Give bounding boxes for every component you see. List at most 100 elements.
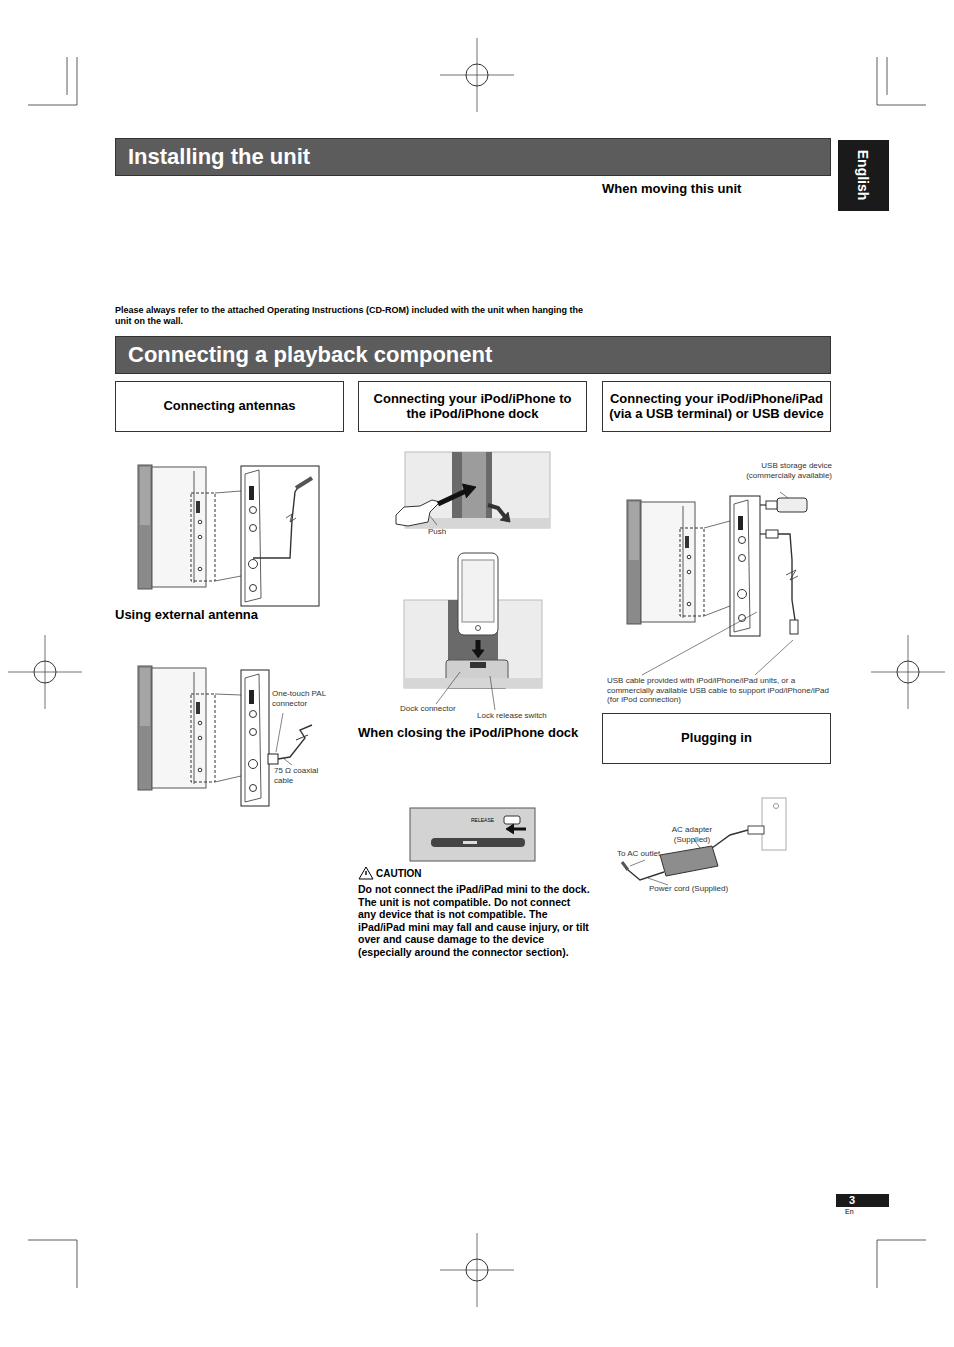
antenna-jack xyxy=(249,560,258,569)
zoom-line xyxy=(215,694,241,695)
jack xyxy=(198,736,202,740)
dock-closed-panel xyxy=(410,808,535,861)
registration-mark xyxy=(908,635,909,709)
subheading: When moving this unit xyxy=(602,181,831,197)
tab-text: English xyxy=(855,150,871,201)
ipod-plug xyxy=(790,620,798,634)
speaker-grille xyxy=(627,500,641,624)
leader-line xyxy=(283,758,292,765)
language-tab: English xyxy=(838,140,889,211)
usb-port xyxy=(196,702,200,714)
jack xyxy=(687,602,691,606)
dock-slot xyxy=(452,452,492,528)
usb-port xyxy=(249,486,254,500)
box-text: Connecting a playback component xyxy=(128,342,492,367)
part-label: To AC outlet xyxy=(617,849,677,859)
zoom-line xyxy=(704,521,730,528)
ac-plug xyxy=(622,862,628,870)
box-text: Installing the unit xyxy=(128,144,310,169)
jack xyxy=(198,721,202,725)
dc-plug xyxy=(748,826,764,834)
registration-mark xyxy=(477,38,478,112)
push-arrow xyxy=(462,484,476,498)
iphone-screen xyxy=(462,560,494,622)
screw xyxy=(774,804,779,809)
usb-port xyxy=(249,690,254,704)
leader-line xyxy=(755,640,793,675)
unit-edge xyxy=(194,672,195,784)
unit-body xyxy=(152,668,206,788)
part-label: USB storage device (commercially availab… xyxy=(732,461,832,480)
crop-mark xyxy=(77,57,78,105)
jack xyxy=(250,585,257,592)
leader-line xyxy=(648,878,668,885)
usb-plug xyxy=(766,501,777,509)
panel-outline xyxy=(245,470,261,602)
push-arrow xyxy=(438,490,468,504)
jack xyxy=(250,507,257,514)
cut-mark xyxy=(786,570,798,580)
usb-port xyxy=(685,536,689,548)
part-label: One-touch PAL connector xyxy=(272,689,342,708)
usb-port xyxy=(196,501,200,513)
caution-text: Do not connect the iPad/iPad mini to the… xyxy=(358,883,590,959)
crop-mark xyxy=(877,1240,878,1288)
wire-antenna xyxy=(253,484,300,558)
jack xyxy=(739,555,746,562)
antenna-jack xyxy=(249,760,258,769)
crop-mark xyxy=(77,1240,78,1288)
leader-line xyxy=(630,860,645,866)
caution-icon xyxy=(365,871,366,875)
coaxial-cable xyxy=(296,735,308,740)
usb-stick-line xyxy=(760,504,766,505)
registration-mark xyxy=(45,635,46,709)
slide-arrow xyxy=(512,828,526,831)
zoom-area xyxy=(680,528,704,616)
usb-storage-device xyxy=(777,498,807,512)
zoom-area xyxy=(191,694,215,782)
usb-port xyxy=(738,516,743,530)
leader-line xyxy=(490,676,495,710)
zoom-area xyxy=(191,493,215,581)
ac-adapter xyxy=(660,846,718,876)
leader-line xyxy=(780,492,788,498)
panel-marking: RELEASE xyxy=(471,817,501,823)
caution-heading: CAUTION xyxy=(376,868,436,880)
wire-antenna xyxy=(296,478,312,488)
registration-mark xyxy=(477,1233,478,1307)
lock-release-switch xyxy=(504,816,520,824)
unit-edge xyxy=(683,506,684,618)
open-arrow xyxy=(500,512,510,522)
leader-line xyxy=(436,672,460,704)
panel-closeup xyxy=(730,496,760,636)
box-text: Connecting your iPod/iPhone/iPad (via a … xyxy=(609,392,824,422)
jack xyxy=(250,729,257,736)
part-label: Push xyxy=(428,527,458,537)
jack xyxy=(198,567,202,571)
speaker-grille xyxy=(140,467,150,525)
crop-mark xyxy=(67,57,68,95)
dock-slot xyxy=(462,452,486,522)
speaker-grille xyxy=(140,668,150,726)
hand xyxy=(396,500,440,526)
leader-line xyxy=(642,612,757,675)
note: Please always refer to the attached Oper… xyxy=(115,305,585,327)
usb-plug xyxy=(766,530,778,538)
jack xyxy=(198,535,202,539)
unit-base xyxy=(404,678,542,688)
zoom-line xyxy=(704,606,730,616)
dc-cord xyxy=(712,830,748,848)
zoom-line xyxy=(215,576,241,581)
part-label: AC adapter (Supplied) xyxy=(660,825,724,844)
subsection-box: Connecting your iPod/iPhone/iPad (via a … xyxy=(602,381,831,432)
part-label: Power cord (Supplied) xyxy=(649,884,749,894)
line xyxy=(760,533,766,534)
unit-edge xyxy=(762,798,786,850)
subheading: Using external antenna xyxy=(115,607,344,623)
crop-mark xyxy=(877,1240,926,1241)
box-text: Connecting antennas xyxy=(163,399,295,414)
speaker-grille xyxy=(629,502,639,560)
jack xyxy=(687,570,691,574)
unit-body xyxy=(641,502,695,622)
zoom-line xyxy=(215,776,241,782)
